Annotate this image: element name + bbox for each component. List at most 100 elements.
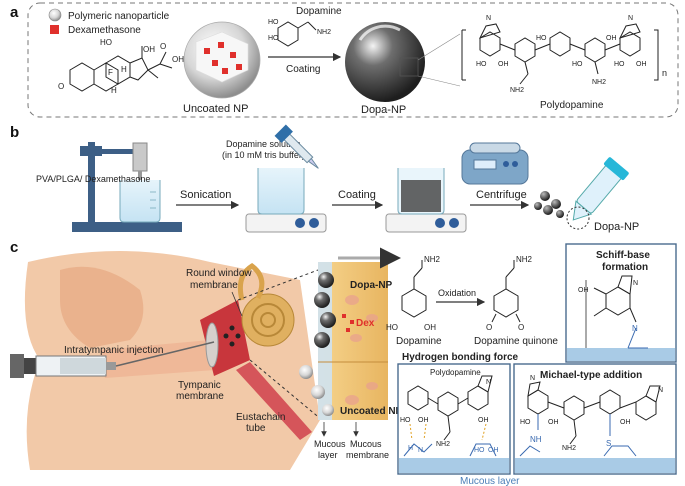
arrow-a-top-label: Dopamine xyxy=(296,6,342,17)
legend-nanoparticle-icon xyxy=(48,8,62,22)
legend-dexamethasone-icon xyxy=(50,25,59,34)
syringe xyxy=(10,341,215,378)
michael-n2: N xyxy=(658,387,663,394)
hbond-mucus-band xyxy=(399,458,509,473)
zoom-dash-bottom xyxy=(249,359,323,421)
zoom-line-2 xyxy=(417,75,461,87)
cochlea-spiral-1 xyxy=(251,303,285,337)
zoom-box xyxy=(399,57,419,77)
hbond-n-ring: N xyxy=(486,379,491,386)
arrow-a-bottom-label: Coating xyxy=(286,64,320,75)
beaker-2 xyxy=(257,168,305,215)
dopa-np-highlight xyxy=(358,24,401,41)
oxidation-label: Oxidation xyxy=(438,288,476,298)
michael-oh-2: OH xyxy=(620,419,631,426)
eustachian-tube-shape xyxy=(236,362,312,440)
zoom-dash-top xyxy=(237,269,319,301)
dopamine-small-structure xyxy=(277,21,317,47)
panel-a-dashed-frame xyxy=(27,2,679,118)
dexa-oh-mid: OH xyxy=(143,45,155,54)
stirrer-2-knob-a xyxy=(435,218,445,228)
panel-c: c Intratympanic injection Round window m… xyxy=(10,239,677,486)
round-window-label-1: Round window xyxy=(186,268,252,279)
pda-n1: N xyxy=(486,15,491,22)
stirrer-2-knob-b xyxy=(449,218,459,228)
dexa-oh-right: OH xyxy=(172,55,184,64)
pda-oh1: OH xyxy=(498,61,509,68)
sonication-label: Sonication xyxy=(180,189,231,201)
quinone-structure xyxy=(491,260,521,323)
legend-nanoparticle-label: Polymeric nanoparticle xyxy=(68,11,170,22)
stand-clamp xyxy=(80,146,102,156)
dexa-f: F xyxy=(108,68,113,77)
hbond-oh-mucin: OH xyxy=(488,447,499,454)
schiff-n-top: N xyxy=(633,280,638,287)
polydopamine-structure xyxy=(461,23,659,85)
zoom-line-1 xyxy=(417,33,461,61)
stand-arm xyxy=(100,149,138,154)
dopa-np-section-label: Dopa-NP xyxy=(350,280,393,291)
hbond-title: Hydrogen bonding force xyxy=(402,352,519,363)
mucous-membrane-label-1: Mucous xyxy=(350,439,382,449)
dopamine-nh2: NH2 xyxy=(317,29,331,36)
pda-oh2: OH xyxy=(606,35,617,42)
michael-ho: HO xyxy=(520,419,531,426)
mucous-layer-label-1: Mucous xyxy=(314,439,346,449)
hbond-polydopamine xyxy=(407,375,493,441)
semicircular-canal xyxy=(237,262,265,301)
hbond-nh2: NH2 xyxy=(436,441,450,448)
michael-polydopamine xyxy=(527,381,661,445)
quinone-o2: O xyxy=(518,323,524,332)
collection-tube xyxy=(572,157,629,221)
coating-label-b: Coating xyxy=(338,189,376,201)
uncoated-nps-falling xyxy=(299,365,334,416)
dopamine-label-c: Dopamine xyxy=(396,336,442,347)
centrifuge-lid xyxy=(469,142,521,154)
pinna xyxy=(60,266,144,348)
michael-s: S xyxy=(606,439,611,448)
cochlea xyxy=(241,293,295,347)
mucous-layer-bottom-label: Mucous layer xyxy=(460,476,520,486)
dopa-np-pellet xyxy=(534,191,564,218)
dopamine-nh2-c: NH2 xyxy=(424,255,441,264)
pda-ho2: HO xyxy=(536,35,547,42)
uncoated-np-label: Uncoated NP xyxy=(183,103,248,115)
michael-n1: N xyxy=(530,375,535,382)
schiff-mucus-band xyxy=(567,348,675,361)
pda-nh2-2: NH2 xyxy=(592,79,606,86)
stand-base xyxy=(72,222,182,232)
michael-title: Michael-type addition xyxy=(540,370,642,381)
dopamine-ho-c: HO xyxy=(386,323,398,332)
dopa-np-label: Dopa-NP xyxy=(361,104,406,116)
buffer-label: (in 10 mM tris buffer) xyxy=(222,150,305,160)
pellet-zoom-circle xyxy=(566,206,590,230)
beaker-1 xyxy=(119,180,161,223)
schiff-title-2: formation xyxy=(602,262,648,273)
michael-nh: NH xyxy=(530,435,542,444)
hbond-subtitle: Polydopamine xyxy=(430,368,481,377)
michael-oh: OH xyxy=(548,419,559,426)
hbond-oh-2: OH xyxy=(478,417,489,424)
centrifuge-button-b xyxy=(512,161,518,167)
schiff-title-1: Schiff-base xyxy=(596,250,650,261)
cells xyxy=(345,295,378,405)
michael-addition-box xyxy=(513,363,677,475)
injection-label: Intratympanic injection xyxy=(64,345,164,356)
hydrogen-bond-box xyxy=(397,363,511,475)
dex-label: Dex xyxy=(356,318,375,329)
centrifuge-button-a xyxy=(503,161,509,167)
pda-n2: N xyxy=(628,15,633,22)
hbond-ho: HO xyxy=(400,417,411,424)
tympanic-label-2: membrane xyxy=(176,391,224,402)
schiff-oh: OH xyxy=(578,287,589,294)
uncoated-np-cutaway xyxy=(195,31,249,83)
pda-ho4: HO xyxy=(614,61,625,68)
pda-oh3: OH xyxy=(636,61,647,68)
dopamine-structure xyxy=(401,260,427,318)
michael-mucus-band xyxy=(515,458,675,473)
hbond-h: H xyxy=(408,445,413,452)
dopa-np-product-label: Dopa-NP xyxy=(594,221,639,233)
pipette xyxy=(274,124,319,169)
panel-b: b PVA/PLGA/ Dexamethasone Sonication Dop… xyxy=(10,124,639,233)
